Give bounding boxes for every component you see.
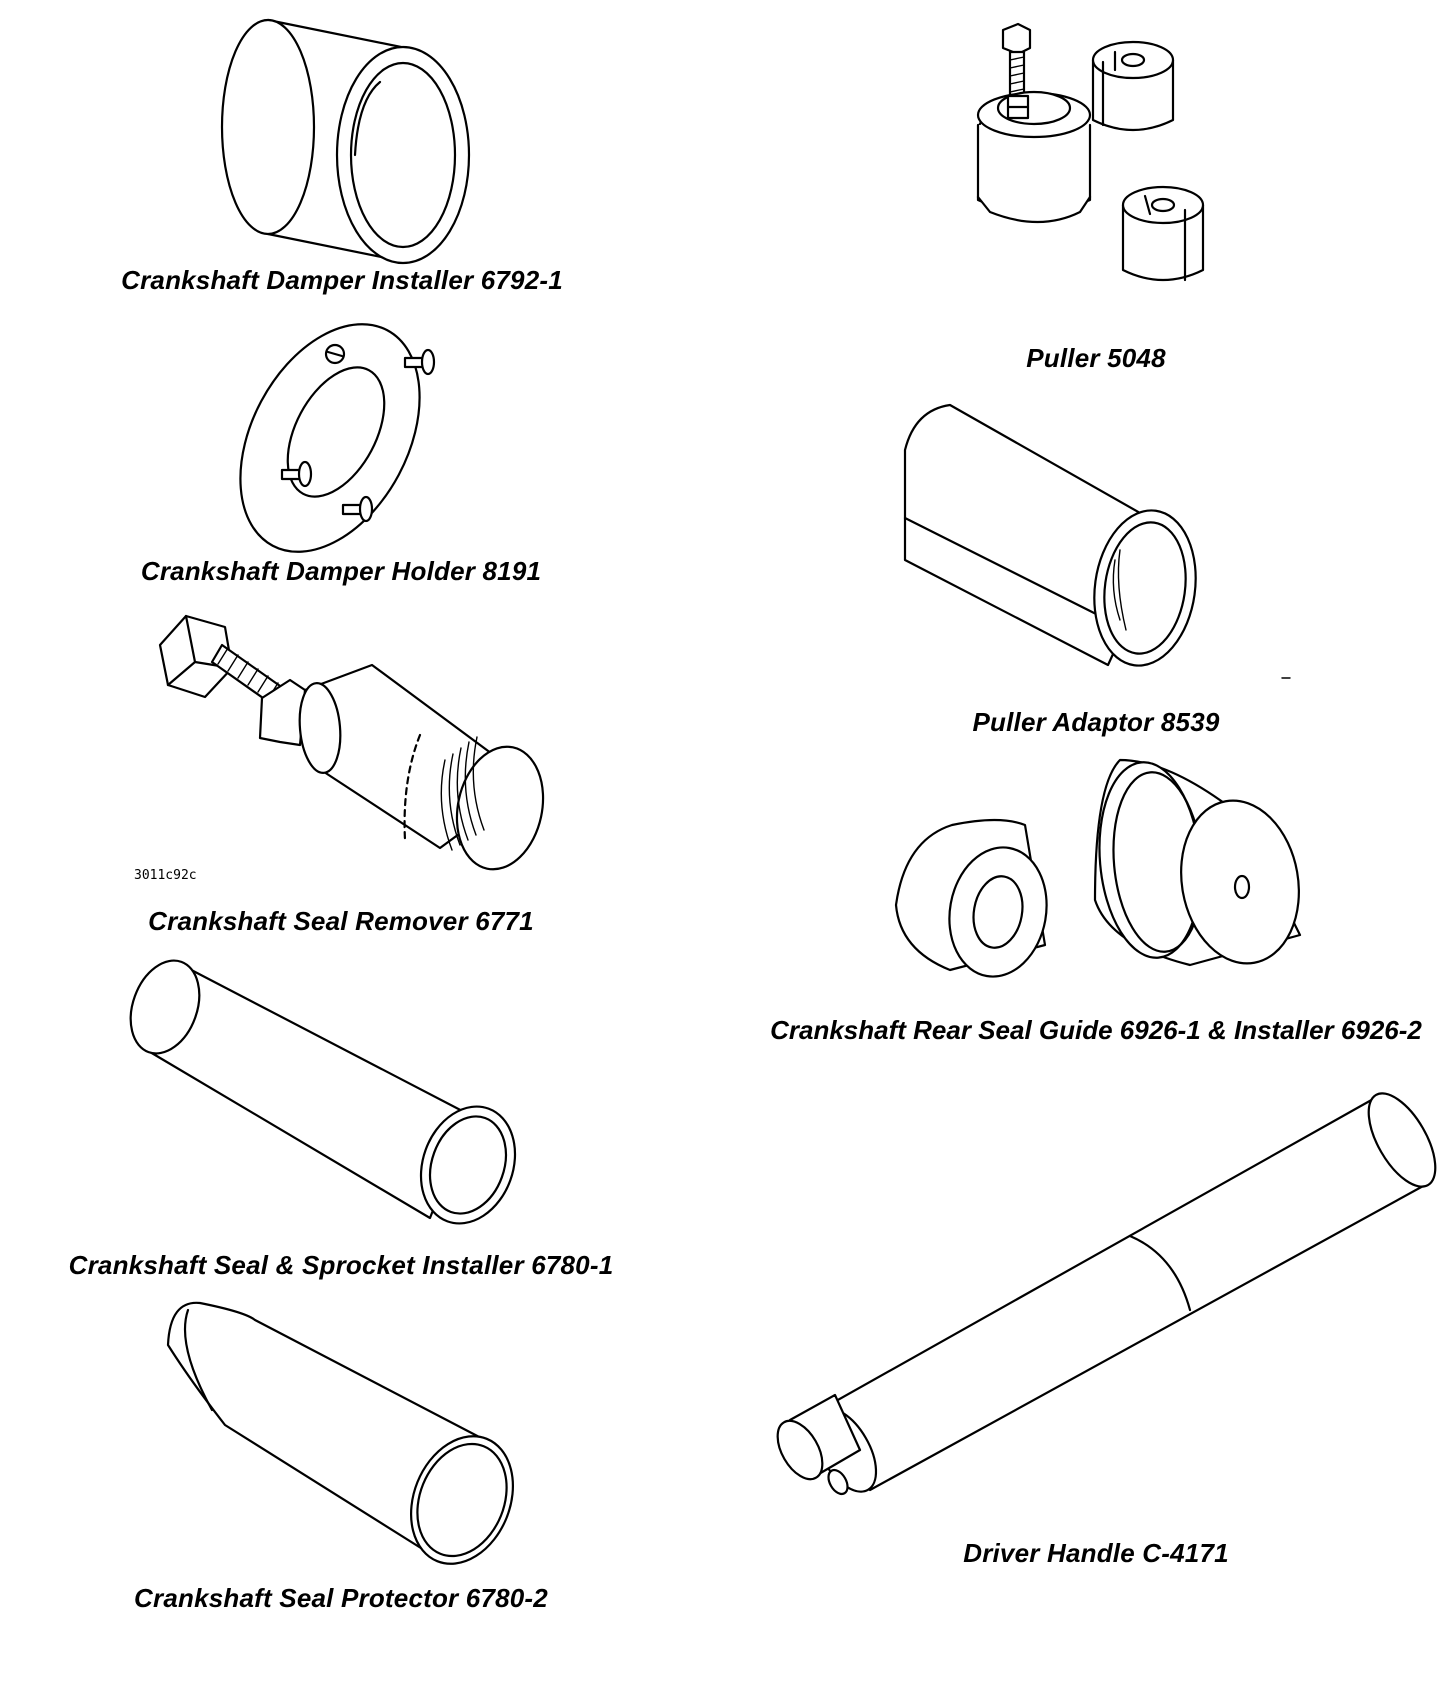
caption-puller: Puller 5048 [1026, 343, 1166, 373]
caption-seal-protector: Crankshaft Seal Protector 6780-2 [134, 1583, 548, 1613]
rear-seal-guide-drawing [894, 758, 1302, 978]
damper-installer-drawing [220, 18, 471, 265]
caption-seal-remover: Crankshaft Seal Remover 6771 [148, 906, 534, 936]
seal-remover-drawing [158, 616, 545, 871]
puller-drawing [976, 22, 1205, 282]
driver-handle-drawing [776, 1092, 1437, 1496]
damper-holder-drawing [239, 323, 436, 553]
caption-driver-handle: Driver Handle C-4171 [963, 1538, 1229, 1568]
caption-seal-sprocket-installer: Crankshaft Seal & Sprocket Installer 678… [68, 1250, 614, 1280]
caption-puller-adaptor: Puller Adaptor 8539 [972, 707, 1220, 737]
seal-protector-drawing [166, 1301, 515, 1565]
figure-code: 3011c92c [134, 868, 197, 883]
caption-damper-holder: Crankshaft Damper Holder 8191 [140, 556, 542, 586]
seal-sprocket-installer-drawing [129, 959, 517, 1225]
puller-adaptor-drawing [903, 403, 1197, 667]
caption-rear-seal-guide: Crankshaft Rear Seal Guide 6926-1 & Inst… [770, 1015, 1422, 1045]
caption-damper-installer: Crankshaft Damper Installer 6792-1 [121, 265, 563, 295]
